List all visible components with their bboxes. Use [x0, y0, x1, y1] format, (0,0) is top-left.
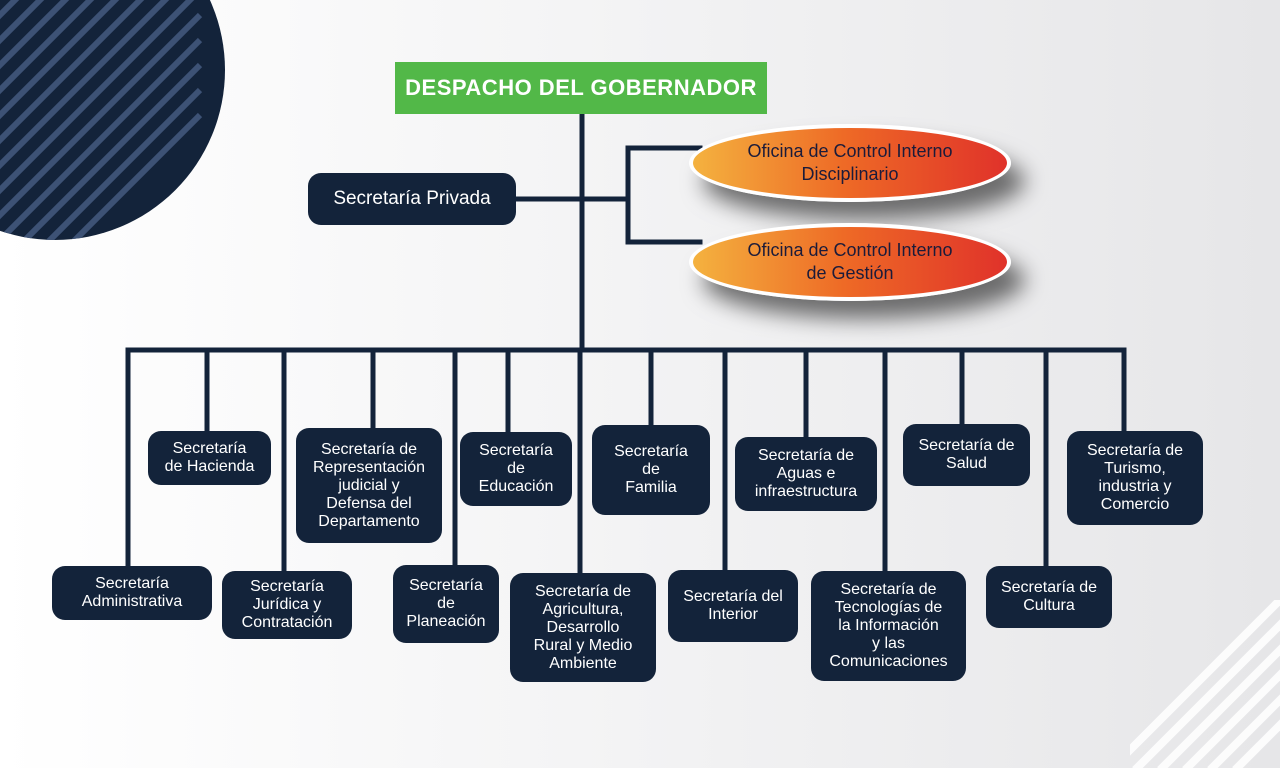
node-secretaria-turismo: Secretaría de Turismo, industria y Comer…: [1067, 431, 1203, 525]
node-secretaria-familia: Secretaría de Familia: [592, 425, 710, 515]
node-secretaria-privada: Secretaría Privada: [308, 173, 516, 225]
node-secretaria-aguas: Secretaría de Aguas e infraestructura: [735, 437, 877, 511]
node-control-interno-disciplinario: Oficina de Control Interno Disciplinario: [689, 124, 1011, 202]
node-secretaria-administrativa: Secretaría Administrativa: [52, 566, 212, 620]
node-secretaria-representacion-judicial: Secretaría de Representación judicial y …: [296, 428, 442, 543]
node-secretaria-planeacion: Secretaría de Planeación: [393, 565, 499, 643]
node-secretaria-cultura: Secretaría de Cultura: [986, 566, 1112, 628]
node-secretaria-educacion: Secretaría de Educación: [460, 432, 572, 506]
node-secretaria-juridica: Secretaría Jurídica y Contratación: [222, 571, 352, 639]
node-secretaria-hacienda: Secretaría de Hacienda: [148, 431, 271, 485]
node-secretaria-tecnologias: Secretaría de Tecnologías de la Informac…: [811, 571, 966, 681]
root-node-despacho-gobernador: DESPACHO DEL GOBERNADOR: [395, 62, 767, 114]
node-secretaria-agricultura: Secretaría de Agricultura, Desarrollo Ru…: [510, 573, 656, 682]
node-secretaria-salud: Secretaría de Salud: [903, 424, 1030, 486]
node-control-interno-gestion: Oficina de Control Interno de Gestión: [689, 223, 1011, 301]
node-secretaria-interior: Secretaría del Interior: [668, 570, 798, 642]
